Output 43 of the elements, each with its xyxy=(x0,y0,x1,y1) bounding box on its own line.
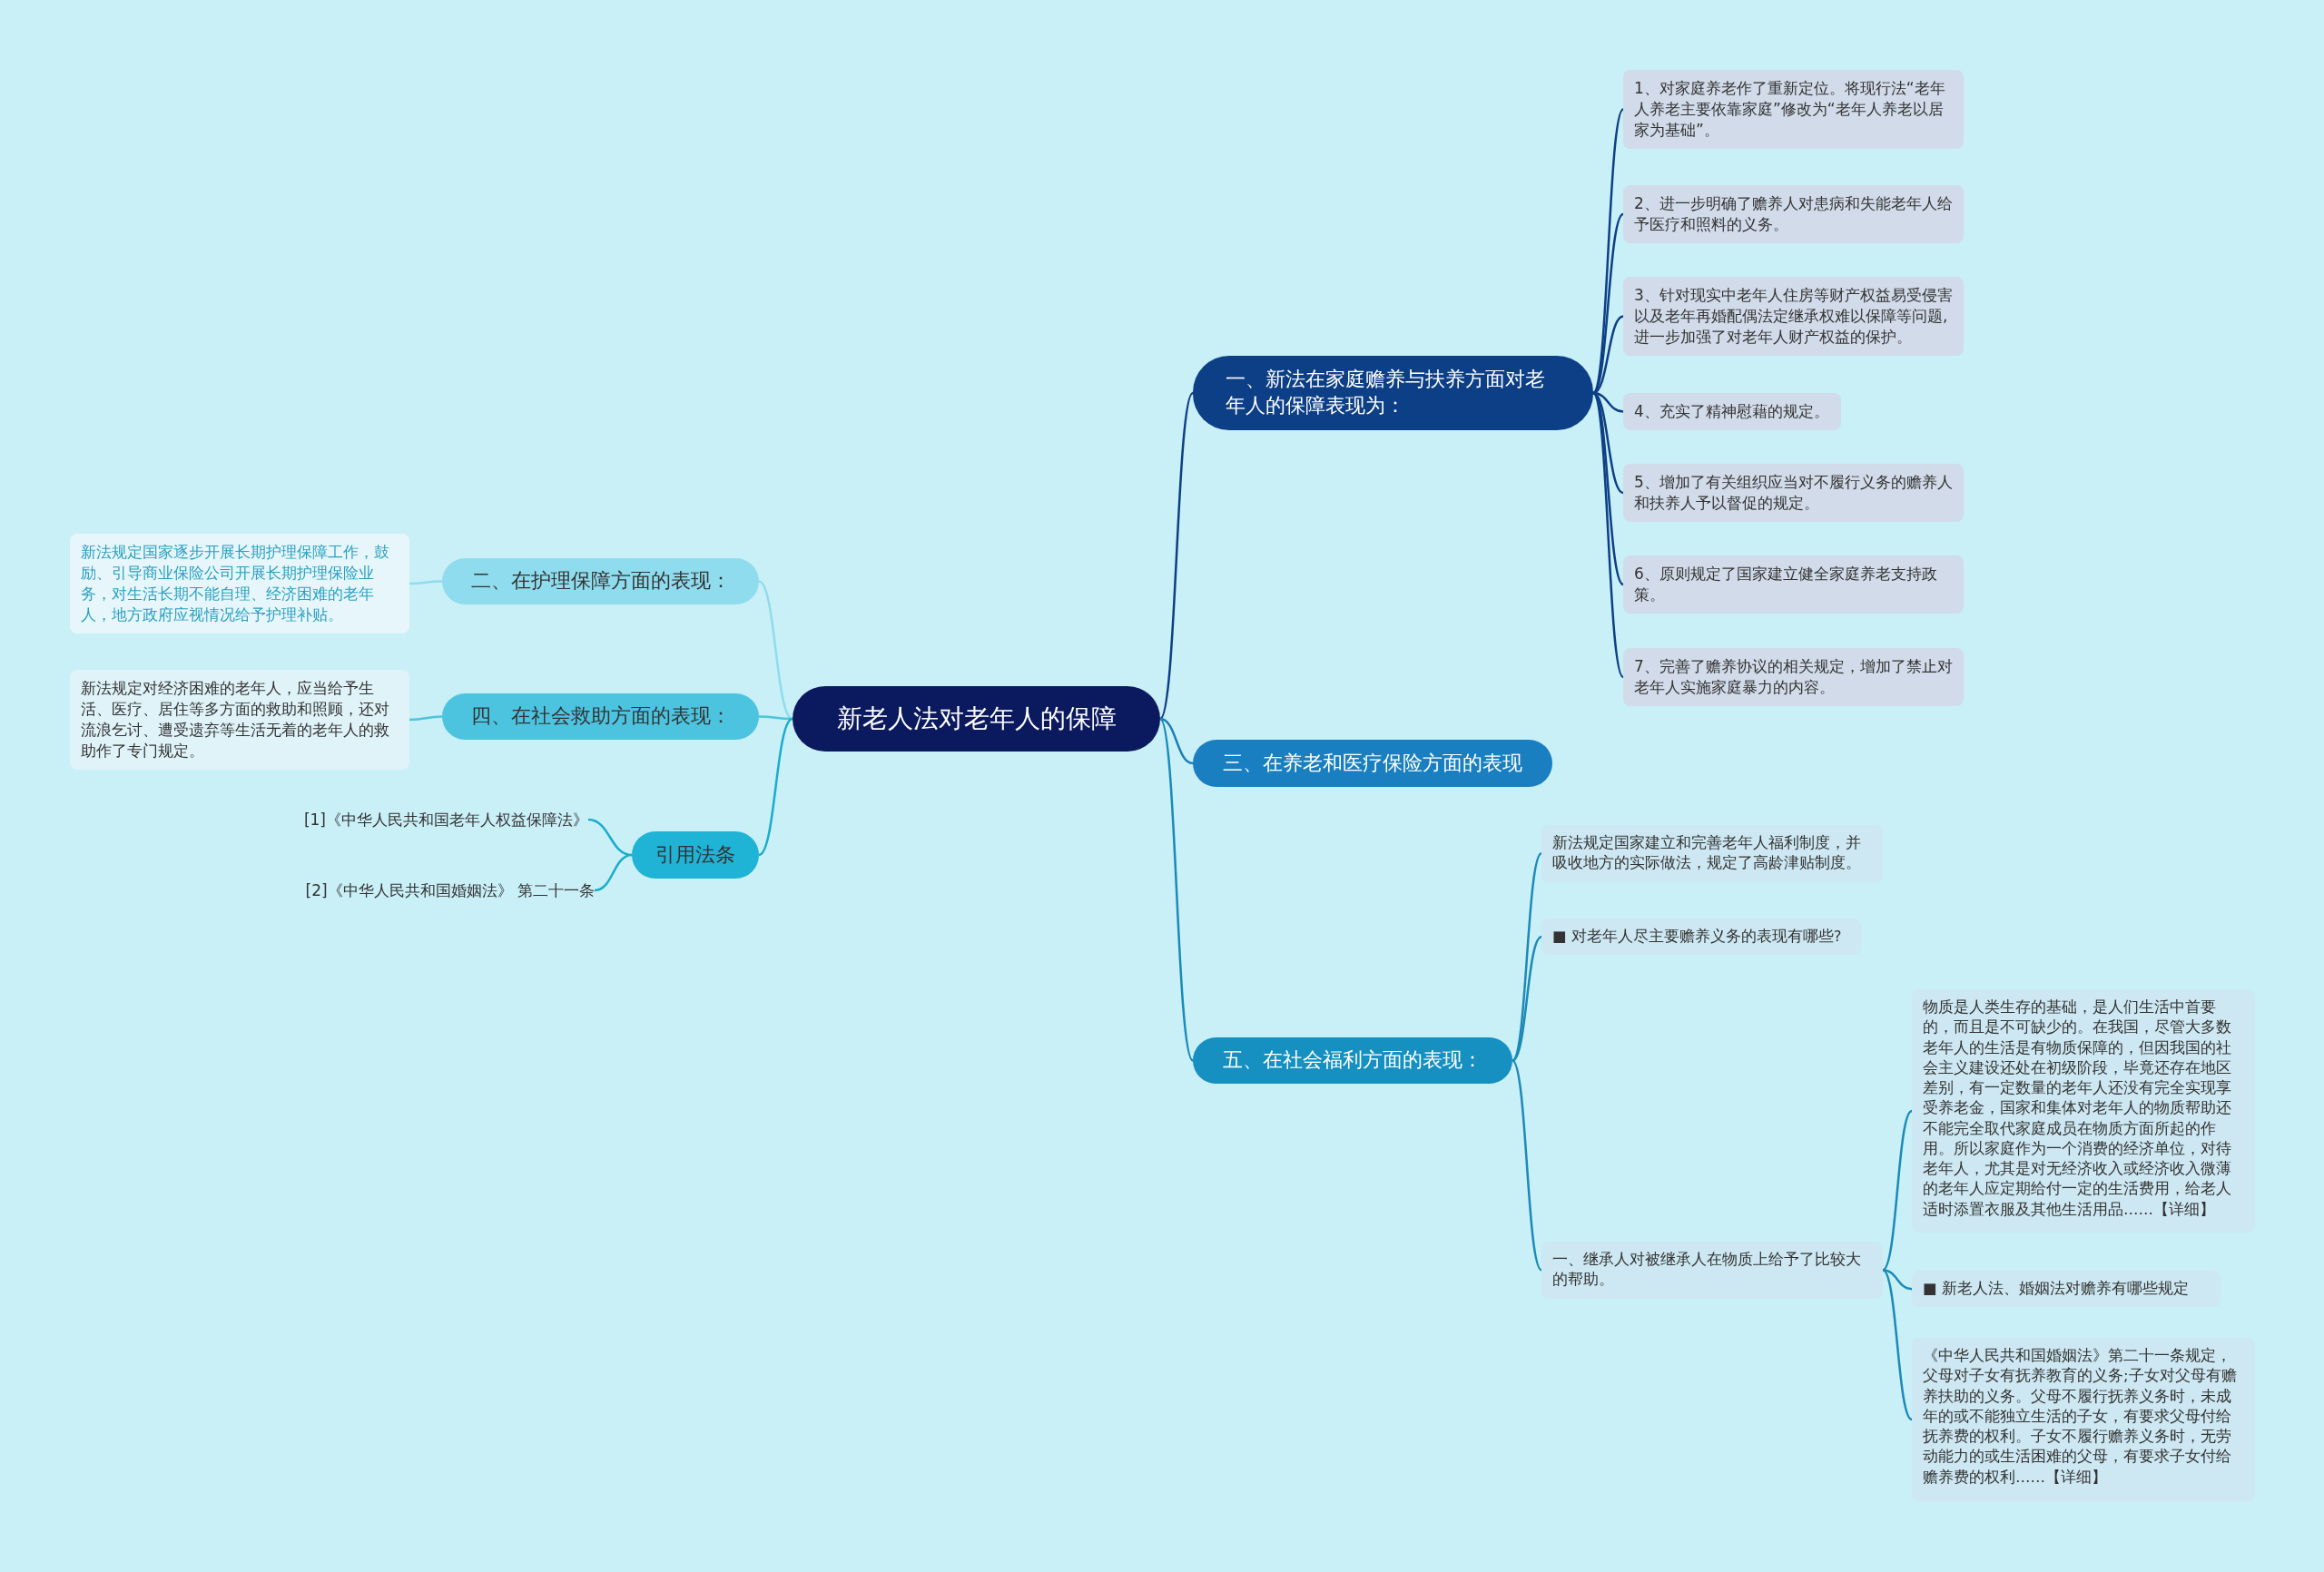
detail-card: 新法规定对经济困难的老年人，应当给予生活、医疗、居住等多方面的救助和照顾，还对流浪乞讨、遭受遗弃等生活无着的老年人的救助作了专门规定。 xyxy=(70,670,409,770)
connector-line xyxy=(409,580,442,585)
connector-line xyxy=(1512,936,1542,1062)
connector-line xyxy=(1882,1269,1913,1291)
connector-line xyxy=(409,715,442,722)
branch-topic: 一、新法在家庭赡养与扶养方面对老年人的保障表现为： xyxy=(1193,356,1593,430)
branch-topic: 三、在养老和医疗保险方面的表现 xyxy=(1193,740,1552,787)
connector-line xyxy=(1592,392,1624,585)
detail-card: 3、针对现实中老年人住房等财产权益易受侵害以及老年再婚配偶法定继承权难以保障等问题,进一步加强了对老年人财产权益的保护。 xyxy=(1623,277,1964,356)
connector-line xyxy=(1882,1110,1913,1272)
root-topic: 新老人法对老年人的保障 xyxy=(793,686,1160,752)
detail-card: ■ 新老人法、婚姻法对赡养有哪些规定 xyxy=(1912,1271,2221,1308)
detail-card: 物质是人类生存的基础，是人们生活中首要的，而且是不可缺少的。在我国，尽管大多数老年人的生活是有物质保障的，但因我国的社会主义建设还处在初级阶段，毕竟还存在地区差别，有一定数量的老年人还没有完全实现享受养老金，国家和集体对老年人的物质帮助还不能完全取代家庭成员在物质方面所起的作用。所以家庭作为一个消费的经济单位，对待老年人，尤其是对无经济收入或经济收入微薄的老年人应定期给付一定的生活费用，给老人适时添置衣服及其他生活用品……【详细】 xyxy=(1912,989,2255,1233)
connector-line xyxy=(1159,717,1194,765)
connector-line xyxy=(1591,392,1625,678)
reference-topic: 引用法条 xyxy=(632,831,759,879)
detail-card: 2、进一步明确了赡养人对患病和失能老年人给予医疗和照料的义务。 xyxy=(1623,185,1964,243)
detail-card: 新法规定国家逐步开展长期护理保障工作，鼓励、引导商业保险公司开展长期护理保险业务，对生活长期不能自理、经济困难的老年人，地方政府应视情况给予护理补贴。 xyxy=(70,534,409,634)
connector-line xyxy=(1882,1269,1913,1420)
connector-line xyxy=(758,717,793,857)
connector-line xyxy=(1512,1059,1542,1272)
reference-text: [1]《中华人民共和国老年人权益保障法》 xyxy=(302,810,588,830)
detail-card: 7、完善了赡养协议的相关规定，增加了禁止对老年人实施家庭暴力的内容。 xyxy=(1623,648,1964,706)
connector-line xyxy=(759,715,793,721)
branch-topic: 五、在社会福利方面的表现： xyxy=(1193,1037,1512,1084)
branch-topic: 二、在护理保障方面的表现： xyxy=(442,558,759,604)
detail-card: 新法规定国家建立和完善老年人福利制度，并吸收地方的实际做法，规定了高龄津贴制度。 xyxy=(1541,825,1883,882)
connector-line xyxy=(1592,213,1624,394)
connector-line xyxy=(1512,852,1542,1062)
branch-topic: 四、在社会救助方面的表现： xyxy=(442,693,759,740)
connector-line xyxy=(1158,718,1195,1062)
detail-card: 4、充实了精神慰藉的规定。 xyxy=(1623,393,1841,430)
detail-card: 一、继承人对被继承人在物质上给予了比较大的帮助。 xyxy=(1541,1242,1883,1299)
connector-line xyxy=(594,853,633,892)
detail-card: 《中华人民共和国婚姻法》第二十一条规定，父母对子女有抚养教育的义务;子女对父母有赡养扶助的义务。父母不履行抚养义务时，未成年的或不能独立生活的子女，有要求父母付给抚养费的权利。子女不履行赡养义务时，无劳动能力的或生活困难的父母，有要求子女付给赡养费的权利……【详细】 xyxy=(1912,1338,2255,1501)
connector-line xyxy=(1591,108,1625,394)
detail-card: 1、对家庭养老作了重新定位。将现行法“老年人养老主要依靠家庭”修改为“老年人养老以居家为基础”。 xyxy=(1623,70,1964,149)
detail-card: 6、原则规定了国家建立健全家庭养老支持政策。 xyxy=(1623,555,1964,614)
connector-line xyxy=(758,580,793,721)
detail-card: 5、增加了有关组织应当对不履行义务的赡养人和扶养人予以督促的规定。 xyxy=(1623,464,1964,522)
connector-line xyxy=(1158,392,1195,720)
reference-text: [2]《中华人民共和国婚姻法》 第二十一条 xyxy=(304,880,595,901)
detail-card: ■ 对老年人尽主要赡养义务的表现有哪些? xyxy=(1541,919,1861,956)
